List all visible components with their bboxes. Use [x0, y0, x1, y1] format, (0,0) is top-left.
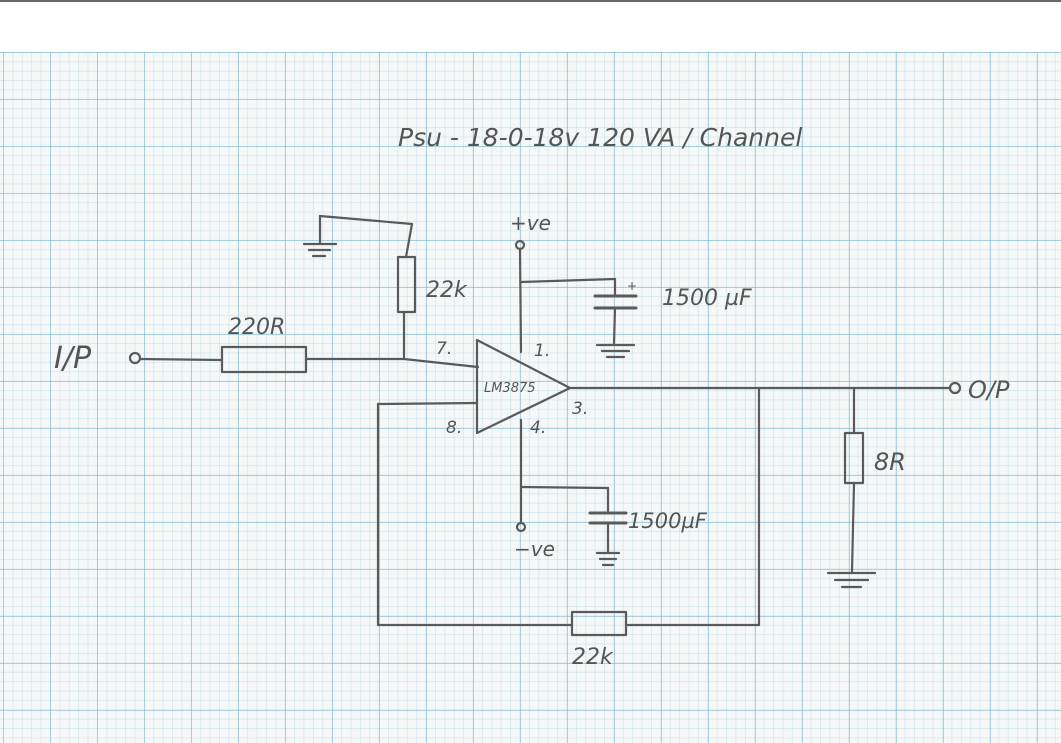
pos-rail-label: +ve [510, 211, 551, 235]
feedback-wire-to-pin8 [376, 401, 479, 406]
pos-cap-lead-bottom [612, 306, 617, 346]
lm3875-amplifier [475, 338, 572, 435]
load-value: 8R [874, 448, 906, 476]
ground-symbol-neg-cap [595, 551, 621, 567]
resistor-8r [843, 431, 865, 485]
feedback-value: 22k [572, 645, 614, 670]
neg-rail-terminal [515, 521, 527, 533]
resistor-22k-feedback [570, 610, 628, 637]
pos-cap-wire [519, 277, 617, 284]
load-wire-bottom [850, 481, 856, 574]
input-resistor-value: 220R [228, 315, 285, 340]
pin-7-label: 7. [436, 339, 452, 359]
ground-resistor-value: 22k [426, 278, 468, 303]
pos-rail-wire [518, 247, 523, 354]
ground-symbol-load [826, 571, 877, 589]
resistor-22k-ground [396, 255, 417, 314]
wire-22k-top [404, 222, 414, 259]
ground-symbol-top [302, 242, 338, 258]
paper-edge [0, 0, 1061, 2]
wire-to-pin7 [402, 357, 480, 369]
ground-symbol-pos-cap [595, 343, 636, 359]
neg-cap-wire [519, 485, 610, 490]
input-terminal [128, 351, 142, 365]
pos-cap-value: 1500 µF [662, 286, 752, 311]
input-wire [138, 357, 224, 362]
pin-8-label: 8. [446, 418, 462, 438]
chip-label: LM3875 [484, 381, 536, 396]
wire-ground-top [318, 214, 414, 226]
neg-rail-label: −ve [514, 537, 555, 561]
neg-cap-value: 1500µF [628, 509, 708, 533]
input-label: I/P [54, 341, 92, 376]
resistor-220r [220, 345, 308, 374]
output-label: O/P [968, 376, 1010, 404]
psu-title: Psu - 18-0-18v 120 VA / Channel [398, 123, 802, 152]
pin-4-label: 4. [530, 418, 546, 438]
pos-rail-terminal [514, 239, 526, 251]
pin-3-label: 3. [572, 399, 588, 419]
pos-cap-polarity: + [627, 279, 637, 293]
pin-1-label: 1. [534, 341, 550, 361]
output-terminal [948, 381, 962, 395]
